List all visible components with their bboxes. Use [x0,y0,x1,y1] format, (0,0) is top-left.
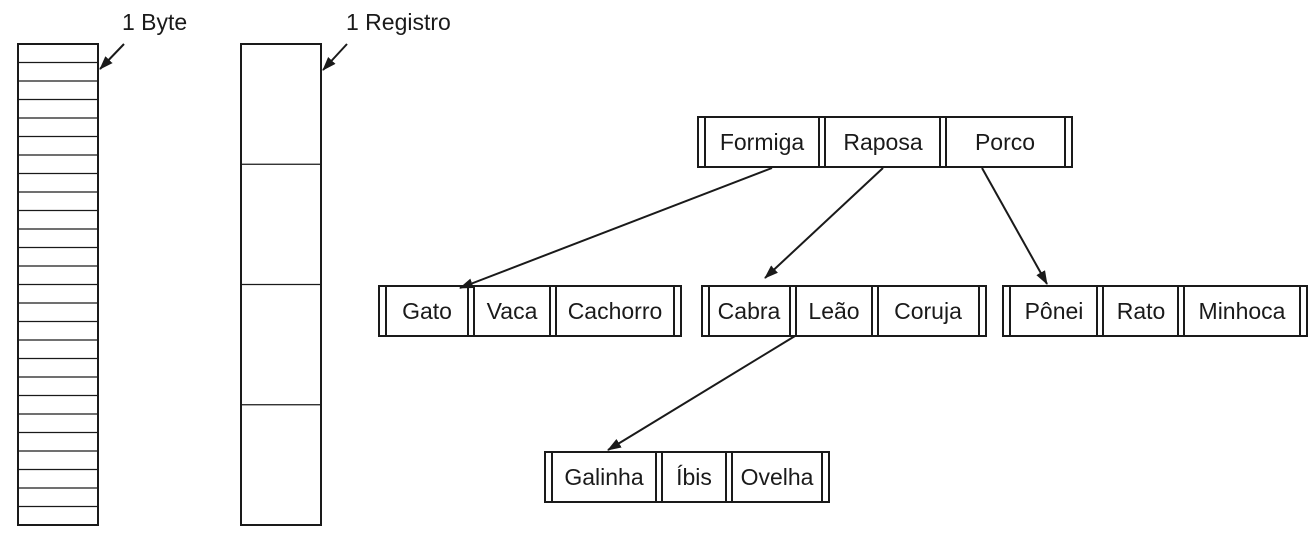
tree-node-child-1: Gato Vaca Cachorro [378,285,682,337]
edge-root-to-child-1 [459,167,773,289]
node-key: Rato [1117,298,1166,324]
byte-sequence-file: 1 Byte [17,9,187,526]
node-outline [697,116,1073,168]
node-key: Pônei [1025,298,1084,324]
record-sequence-file: 1 Registro [240,9,451,526]
byte-cells [18,61,98,508]
node-key: Íbis [676,464,712,490]
node-key: Cachorro [568,298,663,324]
byte-label: 1 Byte [122,9,187,35]
node-key: Galinha [564,464,643,490]
record-label-arrow [322,43,348,71]
tree-node-grandchild: Galinha Íbis Ovelha [544,451,830,503]
node-key: Coruja [894,298,962,324]
node-key: Minhoca [1199,298,1286,324]
node-key: Raposa [843,129,922,155]
node-key: Formiga [720,129,805,155]
node-key: Ovelha [741,464,814,490]
record-label: 1 Registro [346,9,451,35]
edge-root-to-child-3 [981,167,1048,285]
node-outline [378,285,682,337]
byte-label-arrow [99,43,125,70]
node-key: Porco [975,129,1035,155]
edge-child-2-to-grandchild [607,335,796,451]
tree-file: Formiga Raposa Porco Gato Vaca Cachorro … [378,116,1308,503]
tree-node-child-3: Pônei Rato Minhoca [1002,285,1308,337]
node-key: Cabra [718,298,781,324]
node-key: Leão [808,298,859,324]
node-outline [544,451,830,503]
node-outline [701,285,987,337]
tree-edges [459,167,1048,451]
record-cells [241,163,321,406]
node-key: Vaca [487,298,538,324]
tree-node-child-2: Cabra Leão Coruja [701,285,987,337]
node-outline [1002,285,1308,337]
tree-node-root: Formiga Raposa Porco [697,116,1073,168]
node-key: Gato [402,298,452,324]
edge-root-to-child-2 [764,167,884,279]
